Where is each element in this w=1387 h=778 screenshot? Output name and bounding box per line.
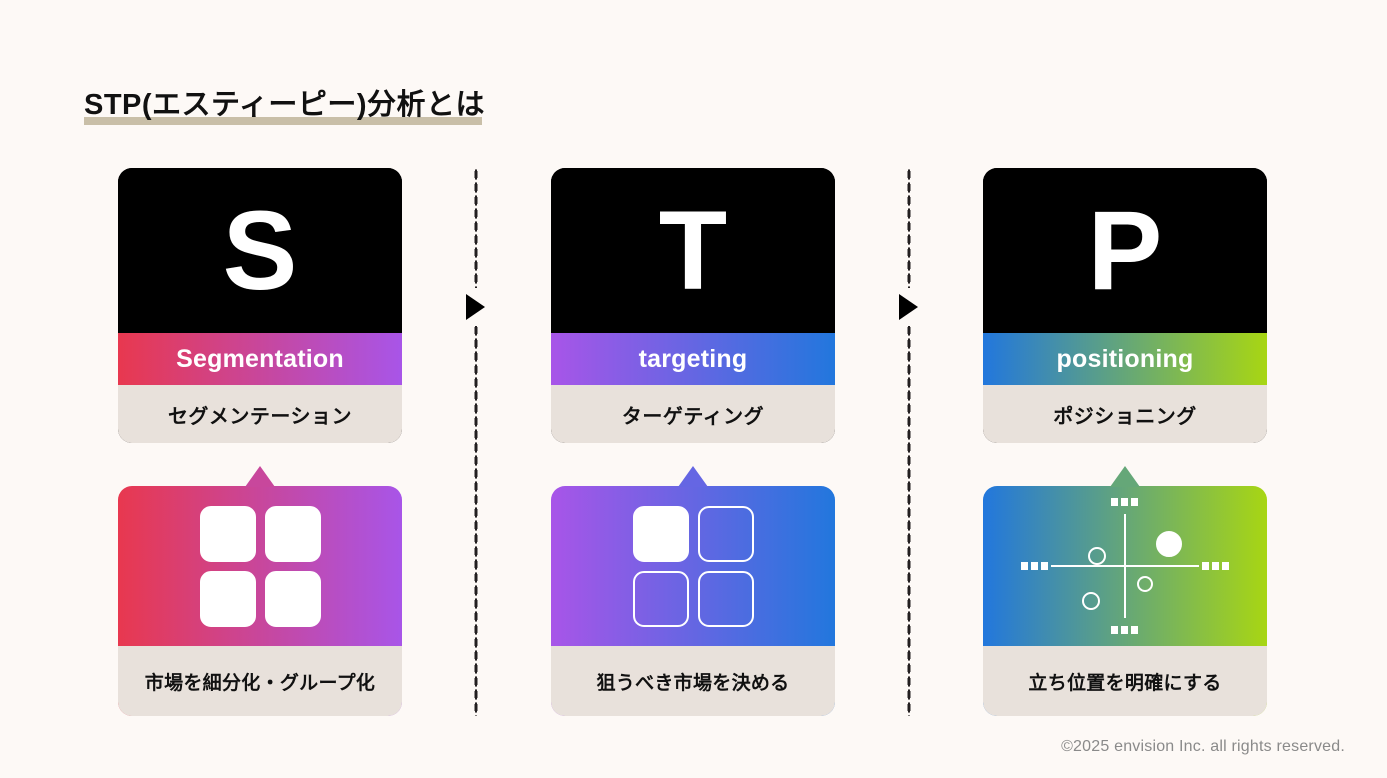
letter-foot-label-p: ポジショニング [1053, 405, 1197, 428]
letter-band-s: Segmentation [118, 333, 402, 385]
panel-notch-icon-t [678, 466, 708, 487]
panel-card-positioning[interactable]: 立ち位置を明確にする [983, 486, 1267, 716]
page-title-block: STP(エスティーピー)分析とは [84, 88, 485, 125]
letter-foot-s: セグメンテーション [118, 385, 402, 443]
letter-band-label-s: Segmentation [176, 344, 344, 373]
panel-card-targeting[interactable]: 狙うべき市場を決める [551, 486, 835, 716]
panel-foot-positioning: 立ち位置を明確にする [983, 646, 1267, 716]
panel-notch-icon-s [245, 466, 275, 487]
panel-art-segmentation [118, 486, 402, 646]
flow-arrow-right-icon-2 [899, 294, 918, 320]
letter-card-s[interactable]: S Segmentation セグメンテーション [118, 168, 402, 443]
map-point-2 [1088, 547, 1106, 566]
panel-art-targeting [551, 486, 835, 646]
letter-glyph-t: T [658, 187, 728, 313]
letter-card-top-t: T [551, 168, 835, 333]
square-2 [264, 505, 321, 562]
panel-foot-segmentation: 市場を細分化・グループ化 [118, 646, 402, 716]
letter-foot-label-t: ターゲティング [621, 405, 765, 428]
square-3 [632, 570, 689, 627]
panel-notch-icon-p [1110, 466, 1140, 487]
stp-columns: S Segmentation セグメンテーション [0, 168, 1387, 716]
map-dashes-left [1021, 562, 1048, 570]
panel-caption-t: 狙うべき市場を決める [596, 672, 790, 694]
footer-copyright: ©2025 envision Inc. all rights reserved. [1061, 738, 1345, 755]
stp-column-segmentation: S Segmentation セグメンテーション [118, 168, 402, 716]
square-4 [264, 570, 321, 627]
square-3 [199, 570, 256, 627]
map-dashes-right [1202, 562, 1229, 570]
title-underline-highlight [84, 116, 482, 125]
letter-foot-t: ターゲティング [551, 385, 835, 443]
letter-card-p[interactable]: P positioning ポジショニング [983, 168, 1267, 443]
letter-band-label-t: targeting [638, 344, 748, 373]
flow-arrow-right-icon-1 [466, 294, 485, 320]
letter-glyph-s: S [222, 187, 298, 313]
panel-foot-targeting: 狙うべき市場を決める [551, 646, 835, 716]
map-point-3 [1137, 576, 1153, 593]
stp-column-targeting: T targeting ターゲティング [551, 168, 835, 716]
map-point-1 [1156, 530, 1182, 557]
panel-wrap-targeting: 狙うべき市場を決める [551, 466, 835, 716]
square-1 [632, 505, 689, 562]
letter-band-label-p: positioning [1056, 344, 1194, 373]
letter-foot-p: ポジショニング [983, 385, 1267, 443]
panel-wrap-segmentation: 市場を細分化・グループ化 [118, 466, 402, 716]
four-squares-grid-t [632, 505, 754, 627]
page-title: STP(エスティーピー)分析とは [84, 89, 485, 121]
map-point-4 [1082, 592, 1100, 610]
panel-wrap-positioning: 立ち位置を明確にする [983, 466, 1267, 716]
letter-foot-label-s: セグメンテーション [167, 405, 353, 428]
map-dashes-top [1111, 498, 1138, 506]
square-4 [697, 570, 754, 627]
positioning-map-icon [1021, 496, 1229, 636]
panel-art-positioning [983, 486, 1267, 646]
letter-band-p: positioning [983, 333, 1267, 385]
panel-caption-p: 立ち位置を明確にする [1028, 672, 1222, 694]
map-horizontal-axis [1051, 565, 1199, 567]
stp-column-positioning: P positioning ポジショニング [983, 168, 1267, 716]
square-2 [697, 505, 754, 562]
dotted-divider-1 [474, 168, 478, 716]
panel-caption-s: 市場を細分化・グループ化 [144, 672, 376, 694]
four-squares-grid-s [199, 505, 321, 627]
letter-band-t: targeting [551, 333, 835, 385]
dotted-divider-2 [907, 168, 911, 716]
letter-card-top-p: P [983, 168, 1267, 333]
square-1 [199, 505, 256, 562]
letter-card-t[interactable]: T targeting ターゲティング [551, 168, 835, 443]
panel-card-segmentation[interactable]: 市場を細分化・グループ化 [118, 486, 402, 716]
letter-glyph-p: P [1087, 187, 1163, 313]
map-dashes-bottom [1111, 626, 1138, 634]
letter-card-top-s: S [118, 168, 402, 333]
